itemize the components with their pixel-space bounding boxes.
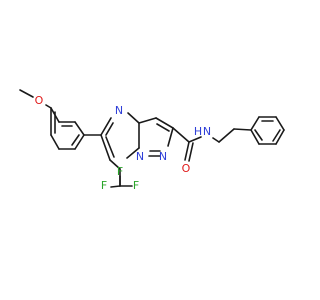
bond-z2-double: [156, 123, 170, 132]
bond-carbonyl-o2: [188, 142, 194, 162]
atom-pyrazole-nitrogen: N: [159, 150, 167, 163]
bond-p5: [109, 159, 121, 170]
bond-methyl-o: [19, 89, 34, 98]
atom-amide-hydrogen: H: [194, 125, 202, 138]
atom-amide-nitrogen: N: [203, 125, 211, 138]
bond-ph6: [250, 129, 260, 145]
bond-ch2-ph: [233, 128, 252, 131]
atom-bridge-nitrogen: N: [136, 150, 144, 163]
bond-ar4: [74, 134, 85, 150]
bond-ph4: [275, 129, 285, 145]
bond-z3: [167, 127, 174, 147]
bond-cf3-fleft: [110, 185, 121, 188]
bond-c-carbonyl: [172, 127, 190, 143]
atom-fluorine-left: F: [101, 179, 107, 192]
atom-pyrimidine-nitrogen: N: [115, 104, 123, 117]
bond-ar6: [50, 134, 60, 150]
label-layer: O N N N N H O F F F: [35, 94, 211, 192]
bond-layer: [19, 89, 285, 188]
bond-ar3: [74, 121, 85, 136]
atom-fluorine-right: F: [133, 179, 139, 192]
bond-p6: [100, 134, 111, 161]
bond-carbonyl-o: [184, 141, 190, 161]
atom-carbonyl-oxygen: O: [182, 162, 191, 175]
bond-p4: [126, 147, 140, 159]
bond-carbonyl-n: [188, 136, 202, 143]
bond-p6-double: [105, 136, 115, 158]
atom-fluorine-top: F: [117, 165, 123, 178]
bond-p1-double: [105, 122, 114, 136]
bond-z1: [138, 117, 157, 124]
bond-n-ch2: [212, 137, 220, 143]
bond-ph3: [275, 116, 285, 131]
bond-p1: [100, 117, 112, 136]
bond-p2: [127, 112, 140, 124]
bond-ph-double3: [254, 129, 263, 141]
atom-methoxy-oxygen: O: [35, 94, 44, 107]
bond-ph1: [250, 116, 260, 131]
bond-z2: [155, 117, 174, 129]
bond-o-aryl: [45, 104, 52, 109]
bond-ph-double2: [272, 129, 281, 142]
bond-ch2-ch2: [218, 128, 235, 143]
bond-ar-double2: [71, 134, 80, 146]
molecule-structure: O N N N N H O F F F: [19, 89, 285, 192]
